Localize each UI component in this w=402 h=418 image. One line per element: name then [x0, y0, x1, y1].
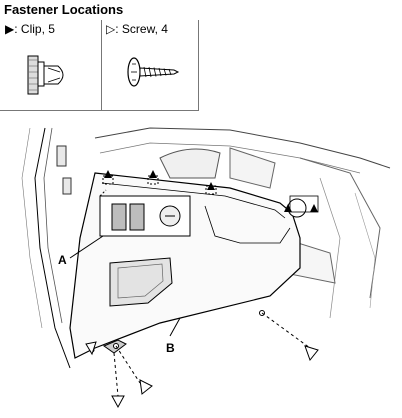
screw-count: : Screw, 4: [115, 22, 168, 36]
callout-a: A: [58, 253, 67, 267]
clip-marker-2: [149, 170, 157, 178]
screw-marker-1: [304, 345, 319, 362]
legend-screw: ▷: Screw, 4: [102, 20, 199, 111]
pillar-bracket: [56, 145, 67, 167]
callout-b: B: [166, 341, 175, 355]
screw-symbol: ▷: [106, 22, 116, 36]
screw-marker-4: [85, 341, 97, 356]
clip-marker-5: [310, 204, 318, 212]
clip-count: : Clip, 5: [14, 22, 55, 36]
screw-marker-3: [111, 395, 125, 409]
switch-1: [111, 203, 127, 231]
legend-clip-label: ▶: Clip, 5: [5, 22, 55, 36]
screw-markers: [85, 341, 319, 409]
screw-fastener-icon: [127, 57, 180, 87]
clip-markers: [104, 170, 318, 212]
screw-marker-2: [139, 379, 153, 395]
legend-clip: ▶: Clip, 5: [0, 20, 102, 111]
right-clip-mount: [287, 198, 307, 218]
steering-column-opening: [159, 148, 221, 179]
clip-marker-1: [104, 170, 112, 178]
fuse-access-lid: [109, 257, 173, 307]
dashboard-lower-cover-diagram: A B: [21, 127, 391, 409]
switch-2: [129, 203, 145, 231]
clip-marker-4: [284, 204, 292, 212]
a-pillar-outline: [34, 127, 71, 369]
legend-screw-label: ▷: Screw, 4: [106, 22, 168, 36]
clip-symbol: ▶: [5, 22, 15, 36]
clip-marker-3: [207, 182, 215, 190]
page-title: Fastener Locations: [4, 2, 124, 17]
dashboard-upper-edge: [94, 127, 391, 169]
clip-fastener-icon: [27, 55, 64, 95]
